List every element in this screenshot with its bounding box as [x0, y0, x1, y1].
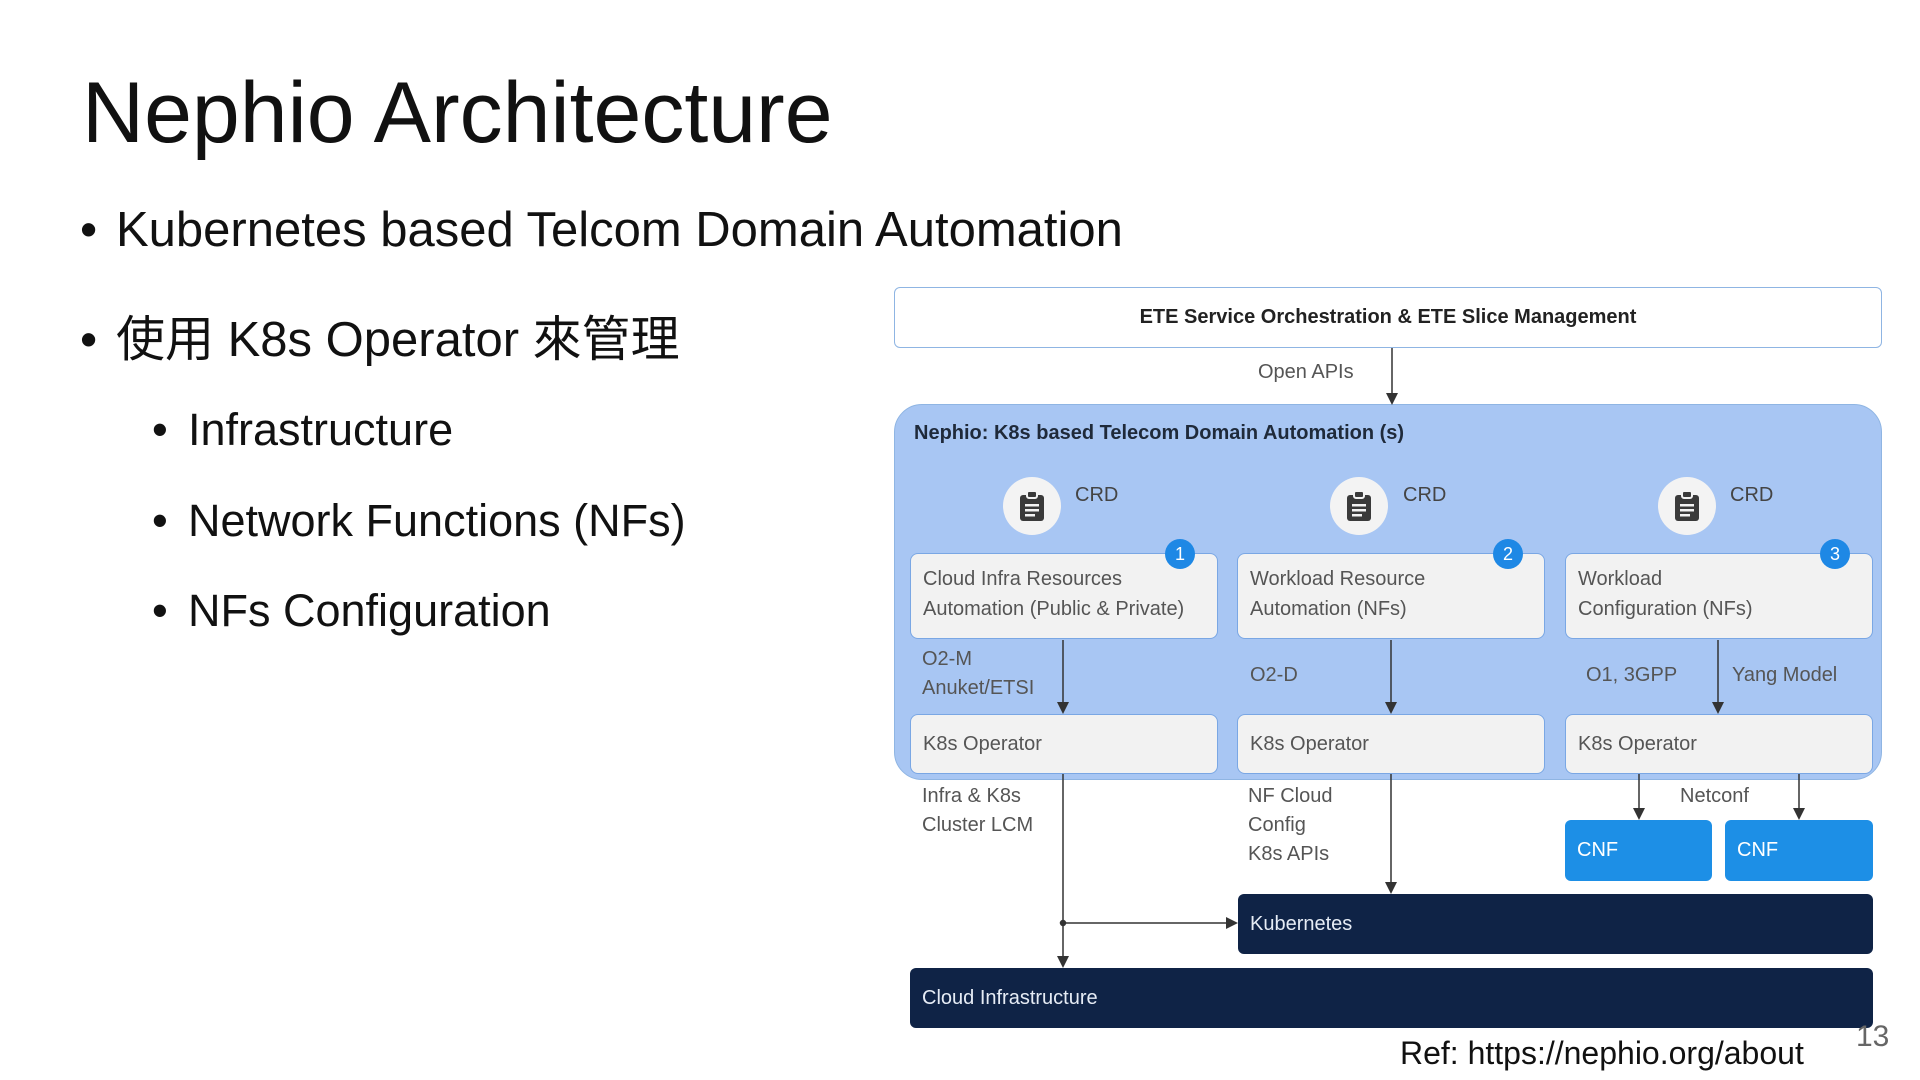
infra-cluster-lcm-label: Infra & K8s Cluster LCM: [922, 785, 1034, 836]
step-badge-1: 1: [1165, 539, 1195, 569]
kubernetes-bar: Kubernetes: [1238, 894, 1873, 954]
bullet-text: Kubernetes based Telcom Domain Automatio…: [116, 203, 1123, 257]
slide-title: Nephio Architecture: [82, 65, 833, 161]
workload-resource-automation-card: Workload Resource Automation (NFs): [1237, 553, 1545, 639]
sub-bullet-text: NFs Configuration: [188, 585, 551, 636]
sub-bullet-nfs-configuration: • NFs Configuration: [152, 583, 551, 639]
crd-label-3: CRD: [1730, 484, 1774, 506]
k8s-operator-box-1: K8s Operator: [910, 714, 1218, 774]
yang-model-label: Yang Model: [1732, 664, 1838, 686]
card-line: Cloud Infra Resources: [923, 568, 1122, 590]
page-number: 13: [1856, 1020, 1890, 1053]
nf-cloud-config-label: NF Cloud Config K8s APIs: [1248, 785, 1333, 865]
card-line: Automation (NFs): [1250, 598, 1407, 620]
card-line: Workload Resource: [1250, 568, 1426, 590]
card-line: Automation (Public & Private): [923, 598, 1185, 620]
sub-bullet-infrastructure: • Infrastructure: [152, 402, 453, 458]
netconf-label: Netconf: [1680, 785, 1749, 807]
open-apis-label: Open APIs: [1258, 361, 1354, 383]
cloud-infra-automation-card: Cloud Infra Resources Automation (Public…: [910, 553, 1218, 639]
workload-configuration-card: Workload Configuration (NFs): [1565, 553, 1873, 639]
bullet-dot: •: [80, 203, 98, 257]
interface-label-1: O2-M Anuket/ETSI: [922, 648, 1035, 699]
bullet-dot: •: [80, 313, 98, 367]
reference-link: Ref: https://nephio.org/about: [1400, 1035, 1804, 1071]
step-badge-3: 3: [1820, 539, 1850, 569]
sub-bullet-text: Infrastructure: [188, 404, 454, 455]
nephio-title: Nephio: K8s based Telecom Domain Automat…: [914, 422, 1405, 444]
bullet-dot: •: [152, 585, 168, 636]
crd-label-1: CRD: [1075, 484, 1119, 506]
bullet-operator-management: • 使用 K8s Operator 來管理: [80, 310, 680, 370]
sub-bullet-text: Network Functions (NFs): [188, 495, 686, 546]
k8s-operator-box-2: K8s Operator: [1237, 714, 1545, 774]
card-line: Workload: [1578, 568, 1663, 590]
sub-bullet-network-functions: • Network Functions (NFs): [152, 493, 686, 549]
crd-clipboard-icon-3: [1658, 477, 1716, 535]
interface-label-3: O1, 3GPP: [1586, 664, 1678, 686]
cloud-infrastructure-bar: Cloud Infrastructure: [910, 968, 1873, 1028]
bullet-dot: •: [152, 404, 168, 455]
bullet-k8s-automation: • Kubernetes based Telcom Domain Automati…: [80, 200, 1123, 260]
cnf-box-1: CNF: [1565, 820, 1712, 881]
ete-orchestration-box: ETE Service Orchestration & ETE Slice Ma…: [894, 287, 1882, 348]
crd-clipboard-icon-2: [1330, 477, 1388, 535]
card-line: Configuration (NFs): [1578, 598, 1753, 620]
cnf-box-2: CNF: [1725, 820, 1873, 881]
step-badge-2: 2: [1493, 539, 1523, 569]
k8s-operator-box-3: K8s Operator: [1565, 714, 1873, 774]
bullet-text: 使用 K8s Operator 來管理: [116, 313, 680, 367]
bullet-dot: •: [152, 495, 168, 546]
crd-label-2: CRD: [1403, 484, 1447, 506]
interface-label-2: O2-D: [1250, 664, 1298, 686]
crd-clipboard-icon-1: [1003, 477, 1061, 535]
